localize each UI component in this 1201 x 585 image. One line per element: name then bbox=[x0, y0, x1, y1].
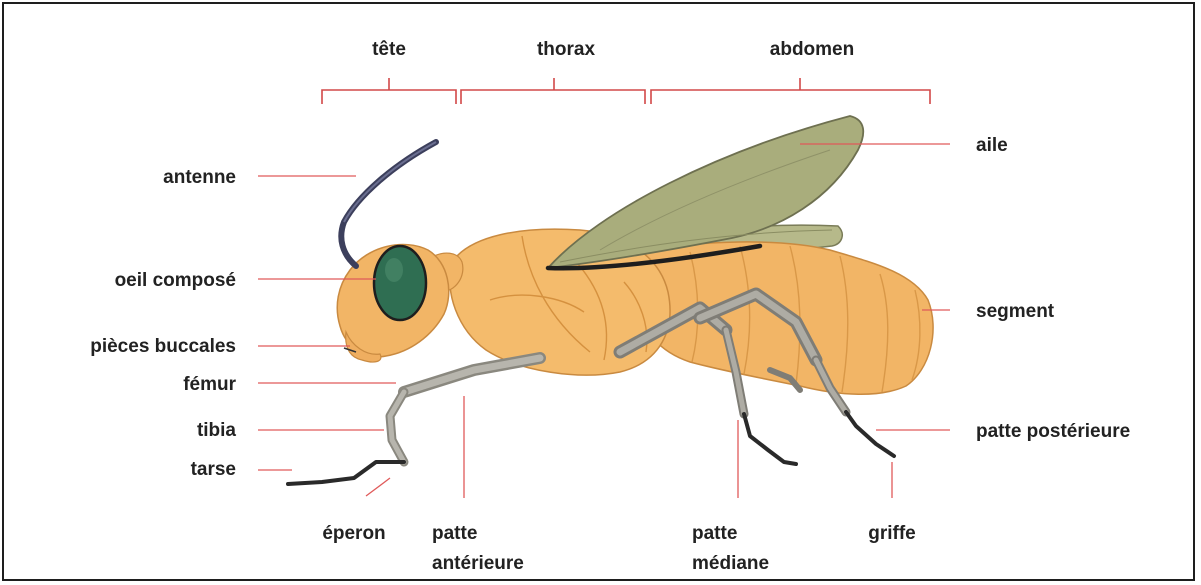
label-midleg-line2: médiane bbox=[692, 553, 769, 574]
thorax-bracket bbox=[461, 78, 645, 104]
region-brackets bbox=[322, 78, 930, 104]
label-antenna: antenne bbox=[163, 167, 236, 188]
label-claw: griffe bbox=[868, 523, 916, 544]
compound-eye-shape bbox=[374, 246, 426, 320]
label-foreleg-line2: antérieure bbox=[432, 553, 524, 574]
abdomen-bracket bbox=[651, 78, 930, 104]
head-bracket bbox=[322, 78, 456, 104]
label-hindleg: patte postérieure bbox=[976, 421, 1130, 442]
label-midleg-line1: patte bbox=[692, 523, 737, 544]
label-spur: éperon bbox=[322, 523, 385, 544]
label-foreleg-line1: patte bbox=[432, 523, 477, 544]
region-label-thorax: thorax bbox=[537, 39, 596, 60]
label-femur: fémur bbox=[183, 374, 236, 395]
label-tarsus: tarse bbox=[191, 459, 236, 480]
label-wing: aile bbox=[976, 135, 1008, 156]
fly-illustration bbox=[288, 116, 933, 484]
region-label-abdomen: abdomen bbox=[770, 39, 854, 60]
leader-spur bbox=[366, 478, 390, 496]
label-tibia: tibia bbox=[197, 420, 236, 441]
region-label-head: tête bbox=[372, 39, 406, 60]
fore-leg bbox=[288, 358, 540, 484]
label-compound-eye: oeil composé bbox=[115, 270, 236, 291]
label-segment: segment bbox=[976, 301, 1055, 322]
label-mouthparts: pièces buccales bbox=[90, 336, 236, 357]
